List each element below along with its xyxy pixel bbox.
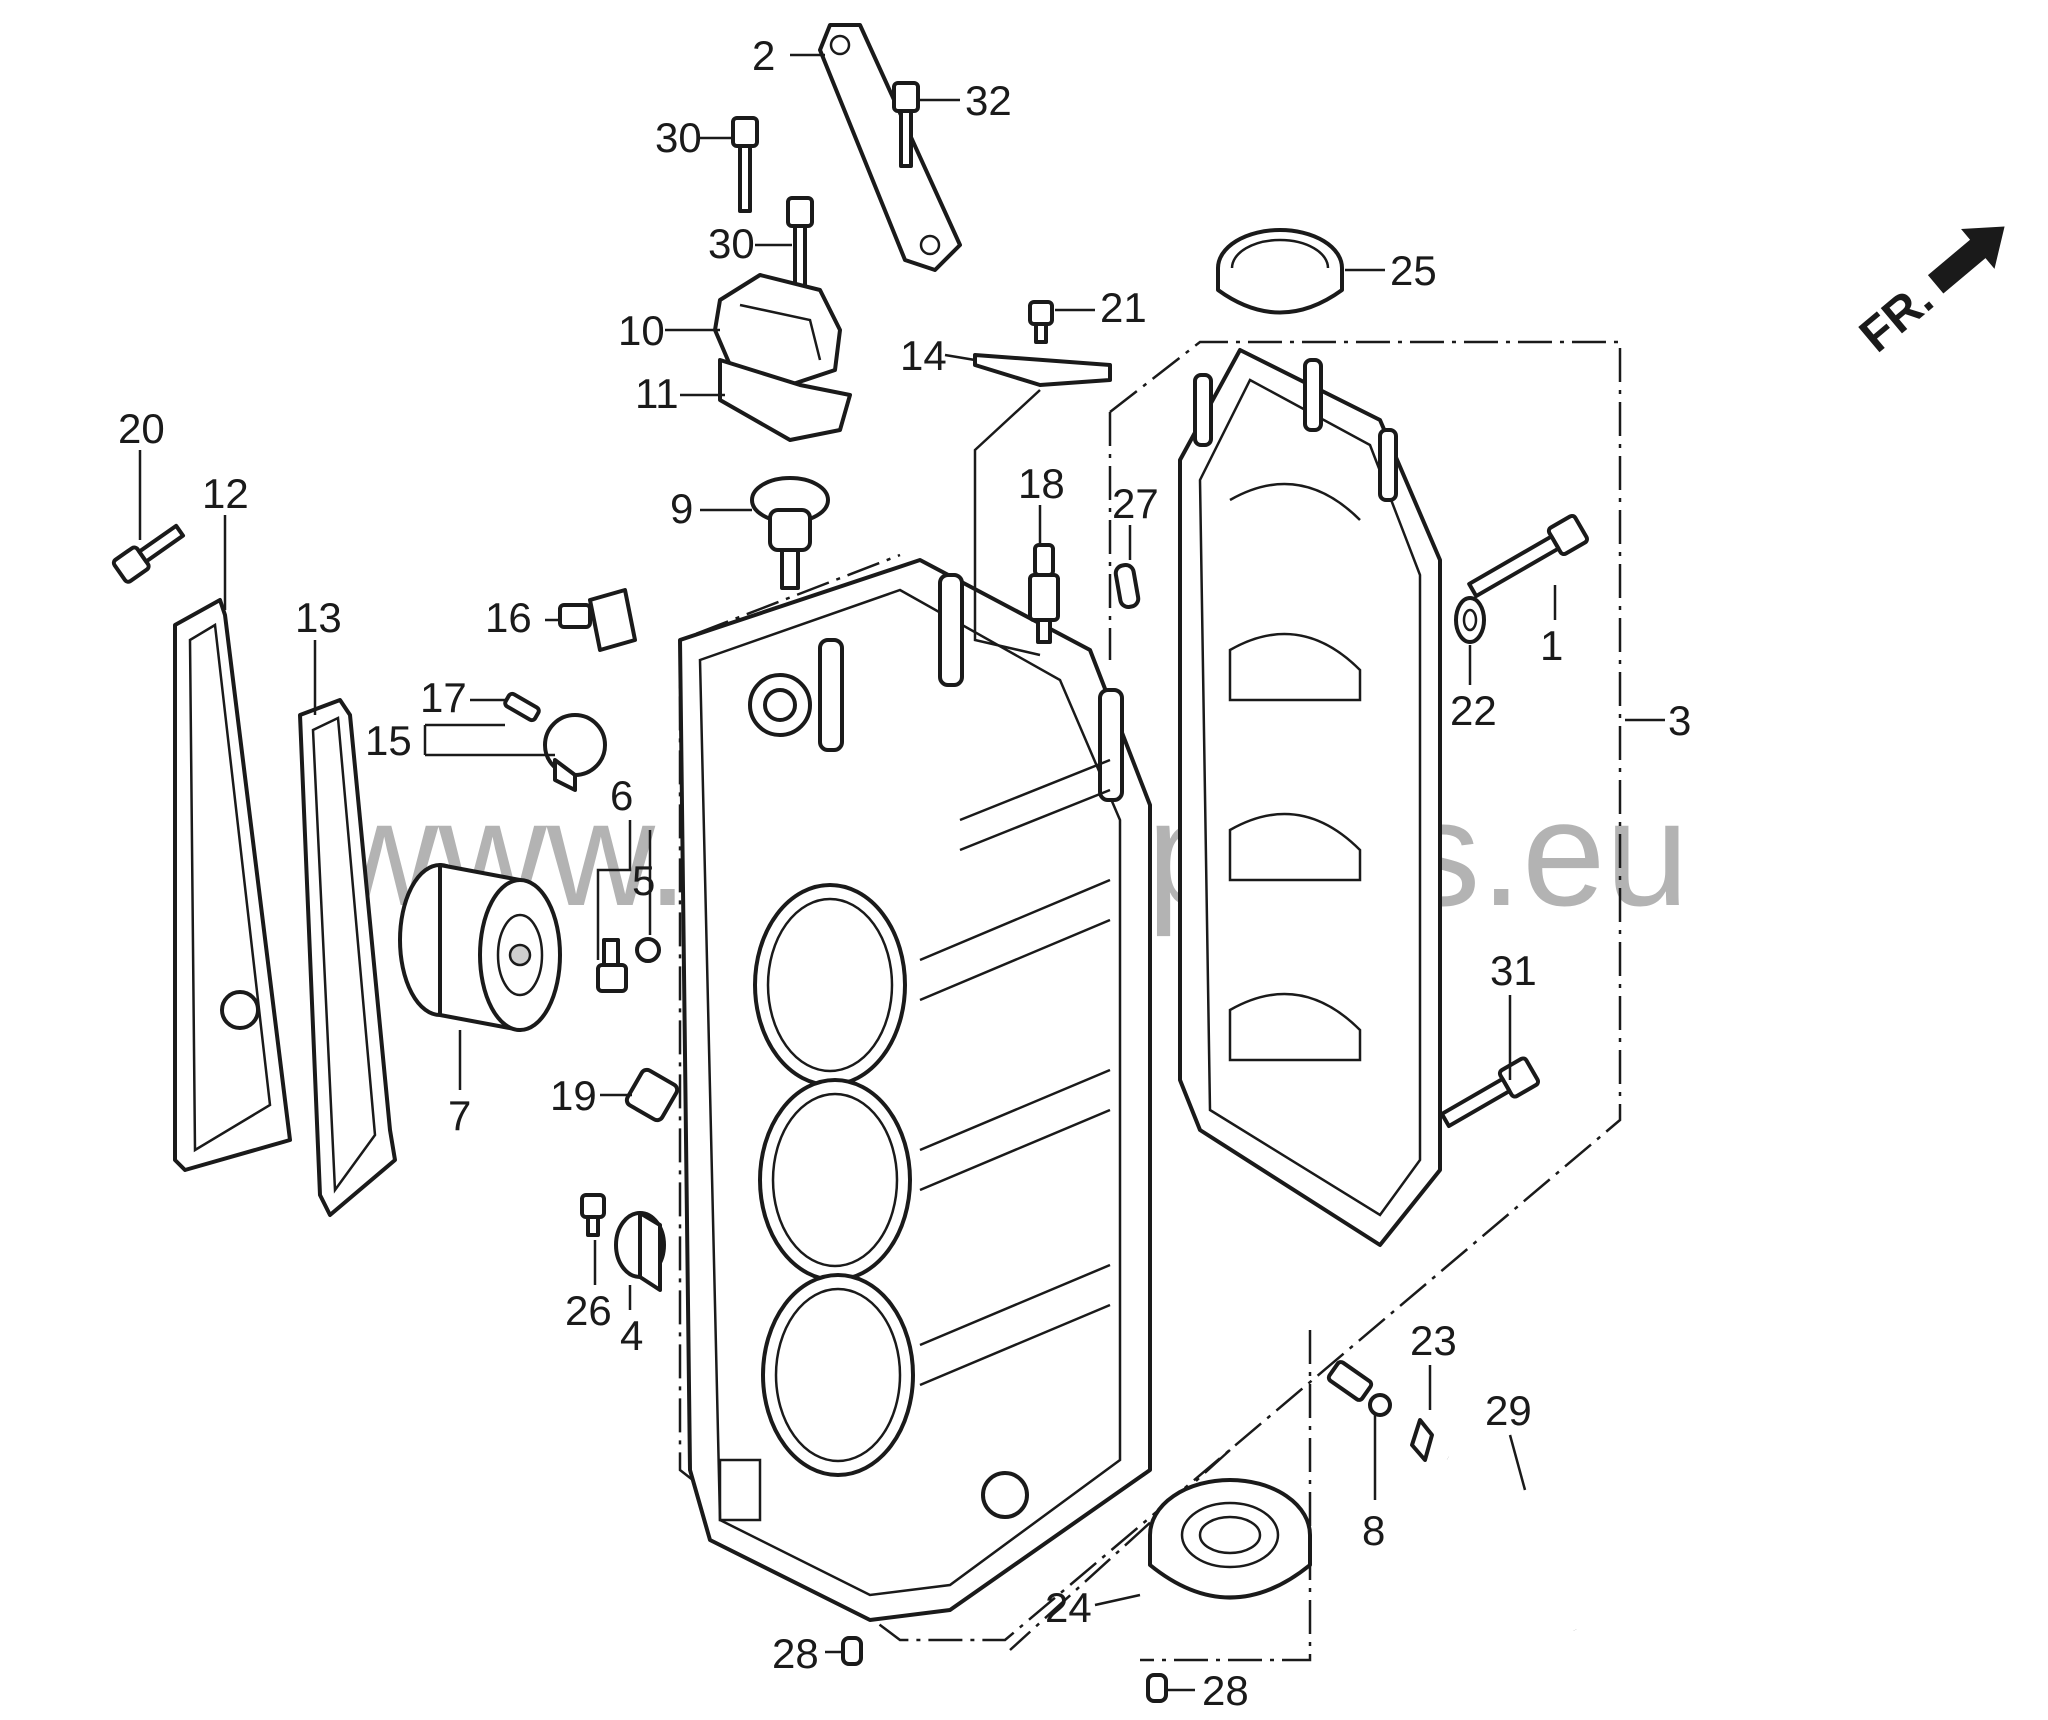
bolt-32 <box>892 81 920 168</box>
bolt-6 <box>596 938 628 993</box>
callout-21: 21 <box>1100 284 1147 331</box>
washer-5 <box>635 937 661 963</box>
front-direction-indicator: FR. <box>1850 226 2005 363</box>
dowel-pin-27 <box>1113 563 1141 609</box>
callout-1: 1 <box>1540 622 1563 669</box>
callout-19: 19 <box>550 1072 597 1119</box>
bolt-30-lower <box>786 196 814 288</box>
bolt-20 <box>111 523 186 584</box>
bolt-31 <box>1439 1056 1540 1129</box>
callout-14: 14 <box>900 332 947 379</box>
callout-2: 2 <box>752 32 775 79</box>
bolt-17 <box>503 691 541 723</box>
callout-3: 3 <box>1668 697 1691 744</box>
callout-labels: 2 30 32 30 10 21 25 14 11 20 12 9 18 27 … <box>118 32 1691 1714</box>
dowel-pin-28-left <box>841 1636 863 1666</box>
dowel-pin-28-right <box>1146 1673 1168 1703</box>
callout-22: 22 <box>1450 687 1497 734</box>
callout-20: 20 <box>118 405 165 452</box>
oil-pan-cover <box>173 598 292 1172</box>
callout-30-lower: 30 <box>708 220 755 267</box>
collar-4 <box>614 1211 666 1292</box>
callout-13: 13 <box>295 594 342 641</box>
callout-24: 24 <box>1045 1584 1092 1631</box>
callout-18: 18 <box>1018 460 1065 507</box>
hose-29 <box>1445 1454 1580 1632</box>
crankcase <box>1178 348 1442 1247</box>
spark-sensor-18 <box>1028 543 1060 644</box>
callout-10: 10 <box>618 307 665 354</box>
callout-4: 4 <box>620 1312 643 1359</box>
clip-23 <box>1410 1418 1434 1462</box>
thermostat-gasket <box>718 358 852 442</box>
fitting-15 <box>543 713 607 792</box>
oil-seal-25 <box>1216 228 1344 315</box>
bearing-24 <box>1148 1478 1312 1600</box>
leader-lines <box>138 53 1665 1692</box>
cylinder-block <box>678 558 1152 1622</box>
washer-22 <box>1454 596 1486 644</box>
sender-plate <box>973 353 1112 387</box>
callout-25: 25 <box>1390 247 1437 294</box>
thermostat-cover <box>713 273 842 387</box>
callout-6: 6 <box>610 772 633 819</box>
callout-31: 31 <box>1490 947 1537 994</box>
thermostat <box>750 476 830 590</box>
callout-17: 17 <box>420 674 467 721</box>
oil-filter <box>398 863 562 1032</box>
front-direction-label: FR. <box>1850 273 1943 363</box>
callout-12: 12 <box>202 470 249 517</box>
callout-7: 7 <box>448 1092 471 1139</box>
stay-bracket <box>818 23 962 272</box>
bolt-21 <box>1028 300 1054 344</box>
callout-8: 8 <box>1362 1507 1385 1554</box>
callout-32: 32 <box>965 77 1012 124</box>
oil-pan-gasket <box>298 698 397 1217</box>
callout-27: 27 <box>1112 480 1159 527</box>
plug-19 <box>624 1067 680 1123</box>
callout-11: 11 <box>635 370 679 417</box>
callout-26: 26 <box>565 1287 612 1334</box>
assembly-outline <box>678 340 1622 1662</box>
callout-28-left: 28 <box>772 1630 819 1677</box>
bolt-30-upper <box>731 116 759 213</box>
bolt-26 <box>580 1193 606 1237</box>
callout-9: 9 <box>670 485 693 532</box>
callout-28-right: 28 <box>1202 1667 1249 1714</box>
front-arrow-icon <box>1927 226 2005 294</box>
oil-pressure-switch-16 <box>558 588 637 652</box>
drain-plug-8 <box>1326 1360 1392 1417</box>
bolt-1 <box>1467 513 1589 599</box>
callout-29: 29 <box>1485 1387 1532 1434</box>
callout-23: 23 <box>1410 1317 1457 1364</box>
callout-30-upper: 30 <box>655 114 702 161</box>
callout-5: 5 <box>632 857 655 904</box>
callout-16: 16 <box>485 594 532 641</box>
callout-15: 15 <box>365 717 412 764</box>
